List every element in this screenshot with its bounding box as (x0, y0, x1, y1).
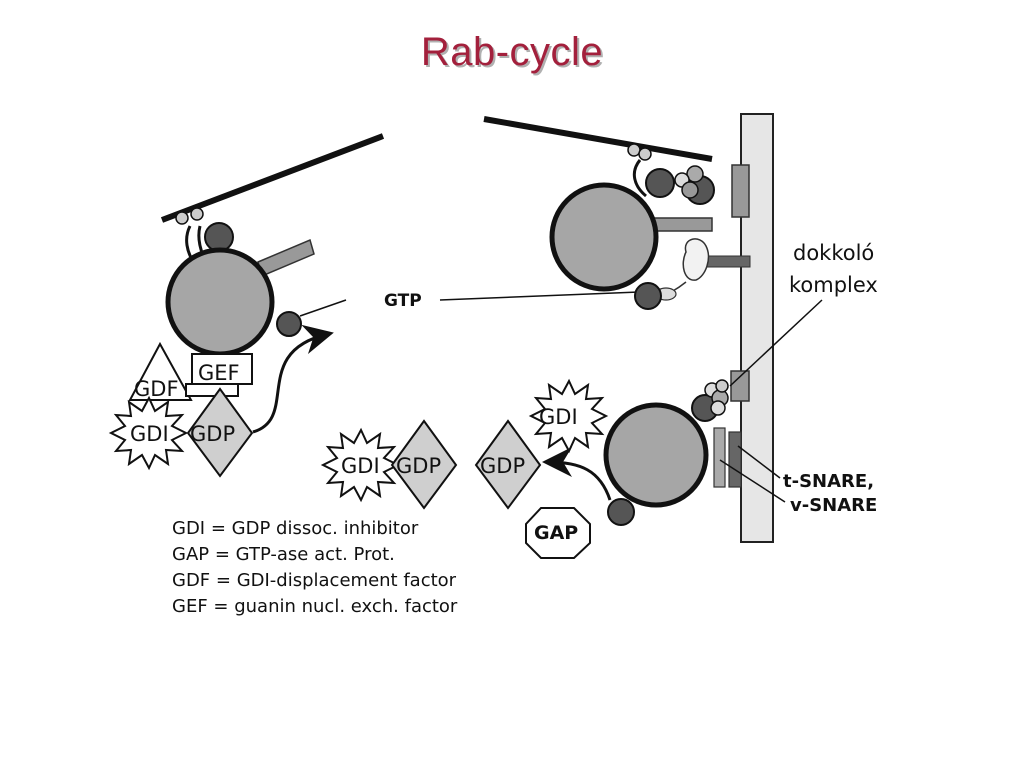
gdp-label-middle: GDP (396, 454, 441, 478)
rab-gtp-left (276, 311, 302, 337)
gdp-diamond-middle (390, 419, 458, 510)
gdf-label: GDF (134, 377, 179, 401)
gdi-label-left: GDI (130, 422, 169, 446)
gdp-diamond-left (186, 387, 254, 478)
gtp-pointer-line (439, 291, 641, 301)
abbreviation-legend: GDI = GDP dissoc. inhibitor GAP = GTP-as… (172, 516, 457, 620)
rab-gtp-docking (634, 282, 662, 310)
docking-complex-anchor (730, 370, 750, 402)
gef-label: GEF (198, 361, 240, 385)
legend-item-gef: GEF = guanin nucl. exch. factor (172, 596, 458, 617)
cargo-receptor (257, 238, 315, 278)
gdp-label-left: GDP (190, 422, 235, 446)
vesicle-docking (549, 182, 659, 292)
gdi-label-middle: GDI (341, 454, 380, 478)
gdp-label-free: GDP (480, 454, 525, 478)
effector-blob (682, 238, 710, 281)
gdi-starburst-right (528, 378, 609, 454)
cargo-receptor-right (651, 217, 713, 232)
gef-exchange-arrow (252, 324, 334, 434)
gap-hydrolysis-arrow (542, 447, 612, 501)
v-snare (713, 427, 726, 488)
membrane-protein-top (731, 164, 750, 218)
slide-title: Rab-cycle (420, 30, 604, 74)
docking-vesicle-group (549, 143, 715, 310)
legend-item-gap: GAP = GTP-ase act. Prot. (172, 544, 395, 565)
snare-label-line1: t-SNARE, (783, 471, 874, 492)
gdi-label-right: GDI (539, 405, 578, 429)
legend-item-gdf: GDF = GDI-displacement factor (172, 570, 457, 591)
rab-gdp-fusing (607, 498, 635, 526)
gap-octagon (525, 507, 591, 559)
snare-pointer-t (737, 445, 781, 479)
budding-vesicle-group (165, 207, 347, 357)
docking-label-line2: komplex (789, 273, 878, 297)
snare-pointer-v (719, 459, 786, 503)
gdi-starburst-left (108, 395, 189, 471)
docking-receptor (702, 255, 751, 268)
gdi-starburst-middle (320, 427, 401, 503)
gef-box-notch (185, 383, 239, 397)
docking-label-line1: dokkoló (793, 241, 874, 265)
fusing-vesicle-group (603, 379, 729, 526)
vesicle-left (165, 247, 275, 357)
vesicle-fusing (603, 402, 709, 508)
legend-item-gdi: GDI = GDP dissoc. inhibitor (172, 518, 419, 539)
coat-protein (204, 222, 234, 252)
gtp-label: GTP (384, 291, 422, 311)
gap-label: GAP (534, 522, 578, 544)
snare-label-line2: v-SNARE (790, 495, 877, 516)
gdp-diamond-free (474, 419, 542, 510)
t-snare (728, 431, 742, 488)
donor-membrane-right (483, 116, 713, 162)
docking-pointer-line (729, 299, 823, 387)
gdf-triangle (128, 341, 193, 401)
donor-membrane-left (160, 133, 385, 223)
